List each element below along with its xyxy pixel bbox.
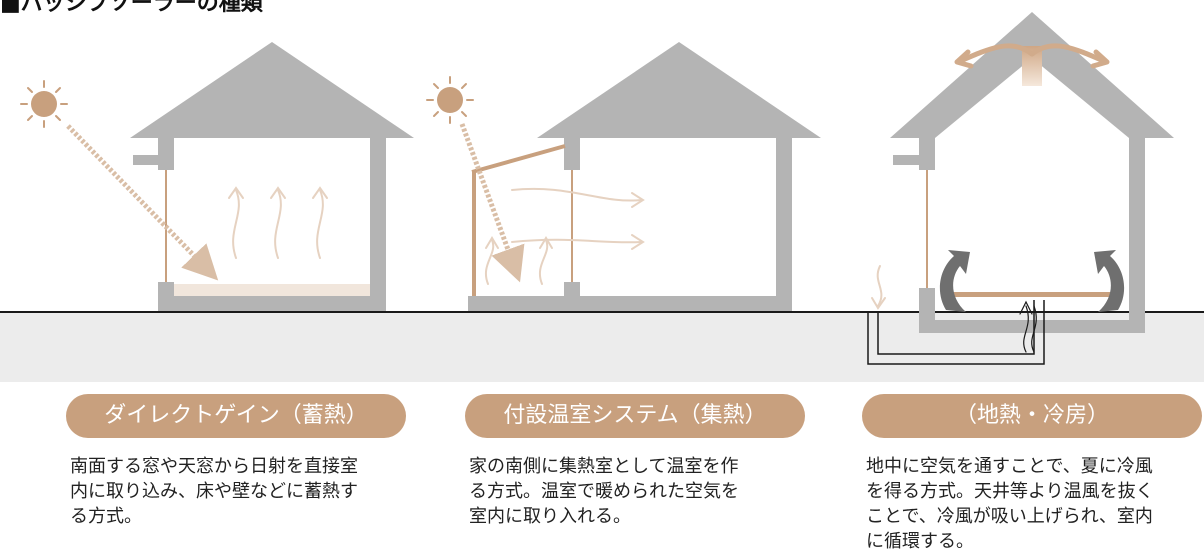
warm-air-flow-arrows [485, 187, 645, 285]
method-label-geothermal: （地熱・冷房） [862, 394, 1202, 438]
description-line: を得る方式。天井等より温風を抜く [866, 481, 1154, 502]
upper-left-wall [158, 138, 174, 170]
description-line: 内に取り込み、床や壁などに蓄熱す [70, 481, 358, 502]
method-label-sunroom: 付設温室システム（集熱） [465, 394, 805, 438]
sunroom-glass-roof [471, 144, 566, 174]
floor-slab [158, 296, 386, 311]
sunlight-ray-arrow [459, 123, 525, 283]
right-wall [776, 138, 792, 311]
description-direct-gain: 南面する窓や天窓から日射を直接室 内に取り込み、床や壁などに蓄熱す る方式。 [70, 454, 358, 529]
cool-air-intake-arrow [871, 265, 886, 310]
house-sunroom [468, 42, 821, 311]
eave [893, 155, 925, 165]
roof-vent [1022, 46, 1042, 86]
description-line: 家の南側に集熱室として温室を作 [469, 456, 739, 477]
rising-heat-arrows [228, 186, 328, 259]
house-direct-gain [130, 42, 414, 311]
description-line: に循環する。 [866, 531, 974, 552]
description-sunroom: 家の南側に集熱室として温室を作 る方式。温室で暖められた空気を 室内に取り入れる… [469, 454, 739, 529]
attic-fill [935, 138, 1129, 147]
sun-icon [20, 80, 68, 128]
roof [130, 42, 414, 138]
sun-icon [426, 76, 474, 124]
underground-air-duct [867, 300, 1045, 365]
description-line: 地中に空気を通すことで、夏に冷風 [866, 456, 1153, 477]
description-line: ことで、冷風が吸い上げられ、室内 [866, 506, 1153, 527]
description-line: る方式。 [70, 506, 142, 527]
method-label-direct-gain: ダイレクトゲイン（蓄熱） [66, 394, 406, 438]
roof-vent-exhaust-arrows [954, 43, 1110, 69]
house-geothermal [867, 12, 1174, 365]
floor-slab [919, 320, 1145, 333]
sunlight-ray-arrow [66, 124, 219, 281]
description-line: 南面する窓や天窓から日射を直接室 [70, 456, 358, 477]
description-line: る方式。温室で暖められた空気を [469, 481, 739, 502]
rising-air-arrow [1019, 300, 1037, 353]
roof-inner [935, 58, 1129, 138]
eave [133, 155, 164, 165]
upper-left-wall [919, 138, 935, 170]
floor-slab [468, 296, 792, 311]
roof [537, 42, 821, 138]
underground-air-duct-inner [877, 300, 1035, 355]
upper-left-wall [564, 138, 580, 170]
right-wall [1129, 138, 1145, 333]
raised-floor [946, 292, 1118, 297]
heat-storage-floor [174, 284, 370, 296]
circulation-arrows [939, 250, 1125, 312]
page-title: ■パッシブソーラーの種類 [0, 0, 263, 16]
right-wall [370, 138, 386, 311]
description-geothermal: 地中に空気を通すことで、夏に冷風 を得る方式。天井等より温風を抜く ことで、冷風… [866, 454, 1154, 554]
description-line: 室内に取り入れる。 [469, 506, 631, 527]
